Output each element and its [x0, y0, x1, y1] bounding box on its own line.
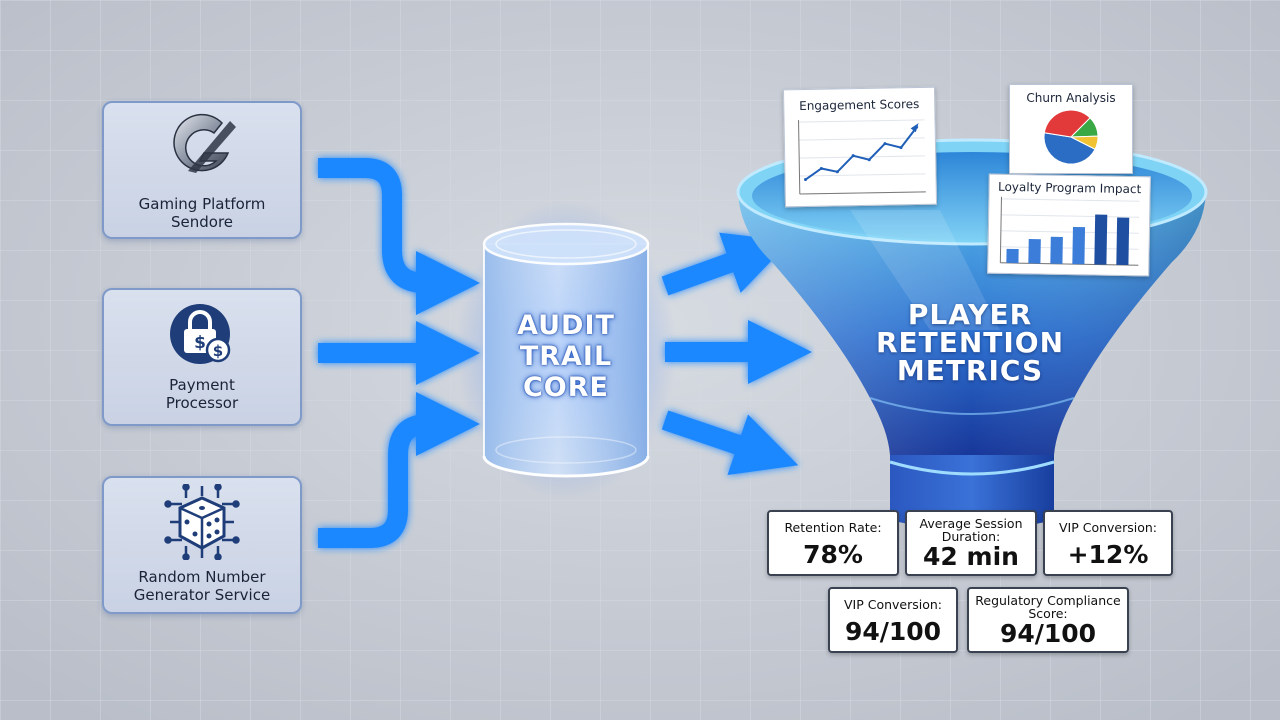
metric-value: 94/100 [999, 619, 1097, 648]
pie-slice [1070, 135, 1099, 150]
source-label-line: Gaming Platform [138, 195, 266, 213]
bar [1028, 238, 1041, 264]
series-line [804, 126, 918, 181]
bar [1072, 226, 1086, 265]
metric-vip-conversion: VIP Conversion: +12% [1043, 510, 1173, 576]
source-rng-service[interactable]: Random Number Generator Service [102, 476, 302, 614]
churn-chart-card: Churn Analysis [1009, 84, 1133, 174]
g-logo-icon [173, 113, 236, 173]
loyalty-chart-card: Loyalty Program Impact [987, 173, 1151, 277]
arrow-core-to-funnel-bottom [661, 410, 799, 476]
core-label-line: TRAIL [519, 341, 613, 372]
y-axis [798, 120, 801, 195]
source-arrows [318, 158, 481, 548]
data-point [883, 142, 887, 146]
metric-label: Regulatory Compliance [975, 593, 1121, 608]
data-point [804, 178, 808, 182]
x-axis [799, 191, 926, 195]
lock-dollar-icon: $ $ [170, 304, 231, 364]
data-point [819, 166, 823, 170]
funnel-label-line: RETENTION [875, 326, 1065, 359]
core-label-line: CORE [522, 372, 609, 403]
arrow-rng-to-core [318, 391, 481, 548]
bar [1094, 214, 1108, 265]
metric-vip-conversion-score: VIP Conversion: 94/100 [828, 587, 958, 653]
data-point [835, 170, 839, 174]
data-point [851, 154, 855, 158]
grid-line [1001, 198, 1140, 202]
metric-label: Average Session [919, 516, 1023, 531]
arrow-core-to-funnel-top [661, 232, 791, 296]
data-point [899, 146, 903, 150]
grid-line [1000, 246, 1139, 250]
metric-value: +12% [1067, 540, 1149, 569]
core-arrows [661, 232, 813, 476]
trend-arrowhead [910, 123, 919, 133]
engagement-line-chart [798, 119, 926, 195]
metric-value: 78% [803, 540, 863, 569]
data-point [867, 158, 871, 162]
metric-value: 42 min [923, 542, 1019, 571]
metric-label: Duration: [941, 529, 1001, 544]
x-axis [1000, 262, 1139, 266]
metric-retention-rate: Retention Rate: 78% [767, 510, 899, 576]
grid-line [798, 137, 925, 141]
metric-label: Retention Rate: [784, 520, 882, 535]
audit-core-label: AUDIT TRAIL CORE [483, 310, 649, 403]
bar [1116, 217, 1130, 266]
metric-label: VIP Conversion: [843, 597, 943, 612]
grid-line [1001, 214, 1140, 218]
engagement-chart-card: Engagement Scores [782, 86, 938, 208]
loyalty-bar-chart [999, 196, 1140, 266]
metric-average-session: Average Session Duration: 42 min [905, 510, 1037, 576]
grid-line [799, 173, 926, 177]
y-axis [999, 196, 1002, 263]
churn-pie-chart [1043, 109, 1099, 165]
pie-slice [1043, 109, 1091, 138]
bar [1006, 248, 1019, 264]
chart-title: Churn Analysis [1026, 91, 1116, 105]
core-label-line: AUDIT [517, 310, 615, 341]
svg-text:$: $ [213, 342, 223, 360]
funnel-label-line: METRICS [896, 354, 1044, 387]
grid-line [798, 119, 925, 123]
funnel-label-line: PLAYER [907, 298, 1033, 331]
metric-label: Score: [1028, 606, 1068, 621]
arrow-gaming-to-core [318, 158, 481, 316]
source-label-line: Generator Service [133, 586, 271, 604]
source-label-line: Sendore [170, 213, 234, 231]
source-label-line: Random Number [138, 568, 266, 586]
metric-value: 94/100 [844, 617, 942, 646]
bar [1050, 236, 1063, 264]
audit-cylinder [456, 200, 676, 500]
dice-chip-icon [164, 484, 240, 560]
svg-text:$: $ [194, 333, 206, 353]
grid-line [1000, 230, 1139, 234]
source-gaming-platform[interactable]: Gaming Platform Sendore [102, 101, 302, 239]
metric-label: VIP Conversion: [1058, 520, 1158, 535]
source-label-line: Processor [165, 394, 239, 412]
pie-slice [1043, 132, 1096, 165]
funnel-label: PLAYER RETENTION METRICS [840, 301, 1100, 385]
metric-regulatory-compliance: Regulatory Compliance Score: 94/100 [967, 587, 1129, 653]
source-payment-processor[interactable]: $ $ Payment Processor [102, 288, 302, 426]
source-label-line: Payment [169, 376, 235, 394]
